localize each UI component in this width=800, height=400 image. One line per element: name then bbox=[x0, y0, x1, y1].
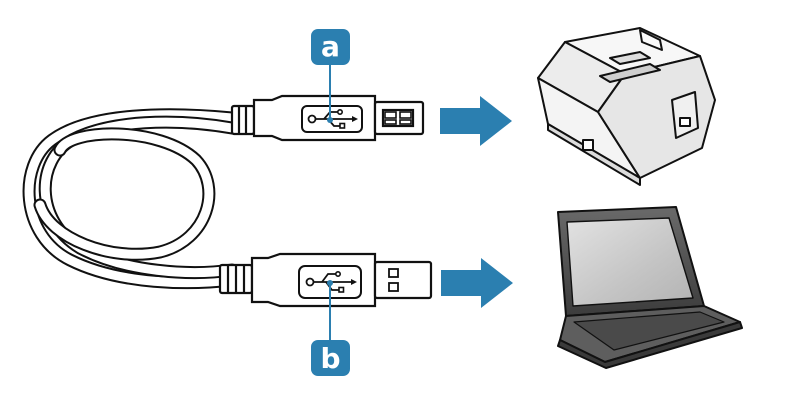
arrow-right-icon bbox=[440, 96, 512, 146]
callout-dot-b bbox=[327, 280, 333, 286]
label-a-text: a bbox=[321, 30, 340, 63]
label-b-badge: b bbox=[311, 340, 350, 376]
callout-dot-a bbox=[327, 117, 333, 123]
printer-illustration bbox=[537, 27, 716, 186]
cable-coil bbox=[22, 108, 239, 290]
laptop-illustration bbox=[557, 206, 743, 369]
arrow-right-icon bbox=[441, 258, 513, 308]
label-a-badge: a bbox=[311, 29, 350, 65]
label-b-text: b bbox=[320, 342, 340, 375]
